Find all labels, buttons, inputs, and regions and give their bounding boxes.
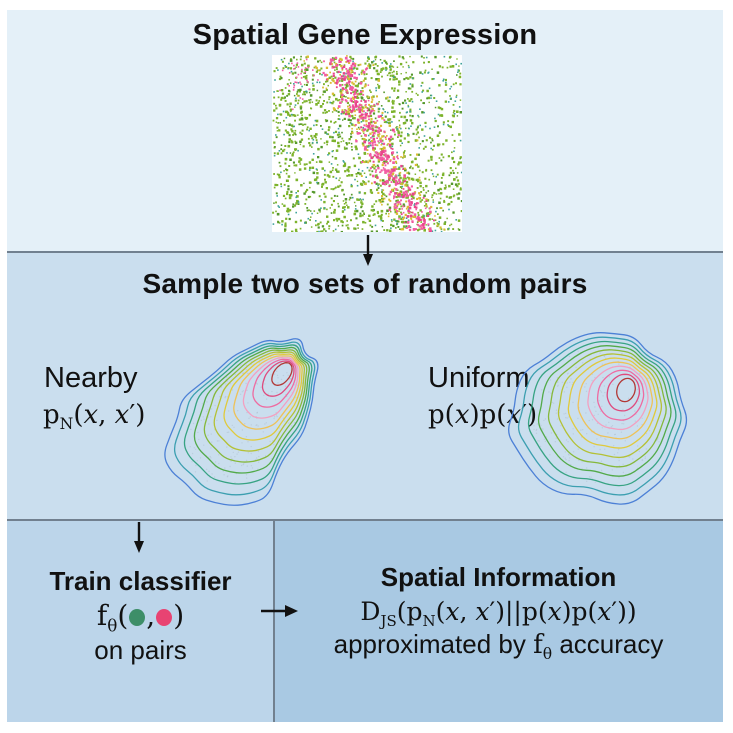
uniform-label: Uniform [428, 362, 530, 394]
classifier-formula-right: ) [173, 599, 185, 632]
train-classifier-title: Train classifier [49, 566, 232, 596]
nearby-label: Nearby [44, 362, 138, 394]
classifier-comma: , [146, 599, 156, 632]
figure-root: Spatial Gene Expression Sample two sets … [7, 10, 723, 722]
section-sample-pairs [7, 253, 723, 521]
scatter-dots [272, 55, 462, 232]
uniform-formula: p(x)p(x′) [428, 400, 538, 430]
green-dot-icon [129, 609, 146, 626]
panel-spatial-information [274, 521, 723, 722]
train-classifier-content: Train classifier fθ(,) on pairs [7, 566, 274, 666]
right-arrow-icon [261, 605, 298, 617]
down-arrow-icon [363, 235, 373, 266]
pink-dot-icon [156, 609, 173, 626]
panel-divider [273, 521, 275, 722]
section-divider-top [7, 251, 723, 253]
nearby-density-contour [164, 338, 319, 506]
approximation-label: approximated by fθ accuracy [333, 629, 664, 664]
on-pairs-label: on pairs [94, 634, 187, 665]
classifier-formula-left: fθ( [96, 599, 129, 636]
gene-expression-scatter-plot [272, 55, 462, 232]
js-divergence-formula: DJS(pN(x, x′)||p(x)p(x′)) [360, 597, 637, 630]
section-divider-bottom [7, 519, 723, 521]
down-arrow-icon [134, 522, 144, 553]
section1-title: Spatial Gene Expression [192, 19, 538, 51]
spatial-information-title: Spatial Information [380, 562, 617, 592]
section2-title: Sample two sets of random pairs [142, 268, 588, 299]
uniform-density-contour [508, 332, 688, 505]
nearby-formula: pN(x, x′) [43, 400, 146, 434]
spatial-information-content: Spatial Information DJS(pN(x, x′)||p(x)p… [274, 562, 723, 664]
classifier-formula: fθ(,) [7, 599, 274, 636]
